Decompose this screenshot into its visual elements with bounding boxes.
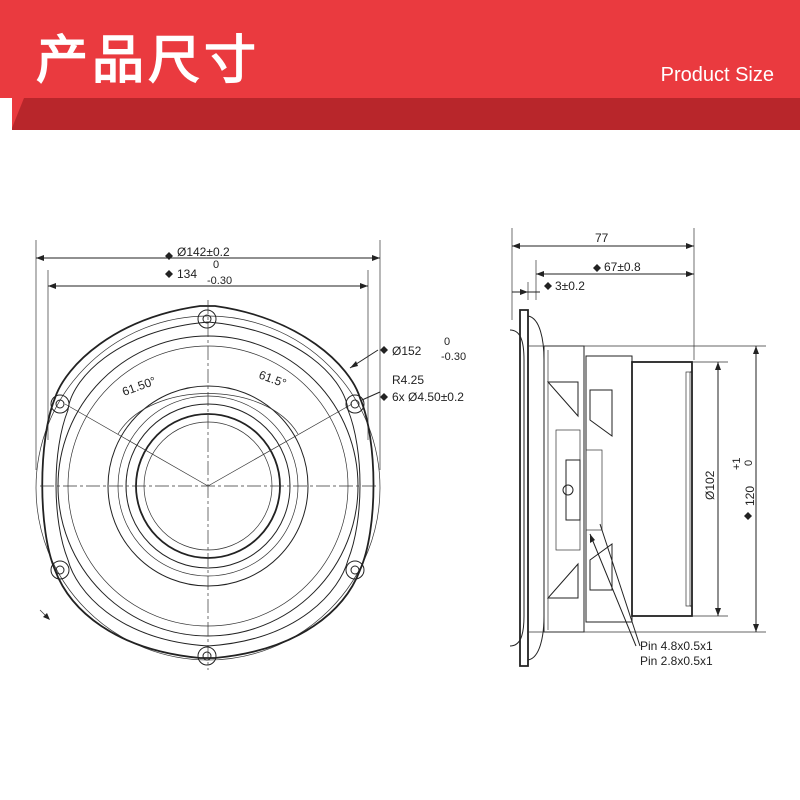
dim-inner-tol-lower: -0.30: [207, 275, 232, 287]
mounting-holes: [50, 309, 365, 666]
pin-2-label: Pin 2.8x0.5x1: [640, 654, 713, 668]
dim-magnet-label: 67±0.8: [604, 260, 641, 274]
side-view: 77 67±0.8 3±0.2: [509, 228, 766, 668]
dim-overall-tol-upper: +1: [731, 457, 743, 470]
header-banner: 产品尺寸 Product Size: [0, 0, 800, 130]
page-title: 产品尺寸: [36, 31, 261, 91]
diamond-icon: [593, 264, 601, 272]
dim-mount-tol-upper: 0: [444, 336, 450, 348]
pin-1-label: Pin 4.8x0.5x1: [640, 639, 713, 653]
dim-depth-label: 77: [595, 231, 609, 245]
front-view: Ø142±0.2 134 0 -0.30: [35, 240, 466, 670]
diamond-icon: [744, 512, 752, 520]
dim-inner-tol-upper: 0: [213, 259, 219, 271]
dim-mount-tol-lower: -0.30: [441, 351, 466, 363]
dim-inner-label: 134: [177, 267, 197, 281]
diamond-icon: [544, 282, 552, 290]
diamond-icon: [165, 270, 173, 278]
dim-magnet-dia-label: Ø102: [703, 470, 717, 500]
radius-label: R4.25: [392, 373, 424, 387]
holes-label: 6x Ø4.50±0.2: [392, 390, 464, 404]
banner-background: [0, 0, 800, 130]
frame-outline: [41, 305, 375, 659]
page-subtitle: Product Size: [660, 64, 774, 86]
dim-overall-tol-lower: 0: [743, 460, 755, 466]
angle-right-label: 61.5°: [257, 368, 288, 391]
dim-mount-label: Ø152: [392, 344, 422, 358]
diamond-icon: [380, 393, 388, 401]
diamond-icon: [165, 252, 173, 260]
diamond-icon: [380, 346, 388, 354]
dim-overall-label: 120: [743, 486, 757, 506]
magnet-assembly: [631, 361, 693, 617]
angle-left-label: 61.50°: [120, 374, 158, 399]
dim-outer-label: Ø142±0.2: [177, 245, 230, 259]
dim-flange-label: 3±0.2: [555, 279, 585, 293]
